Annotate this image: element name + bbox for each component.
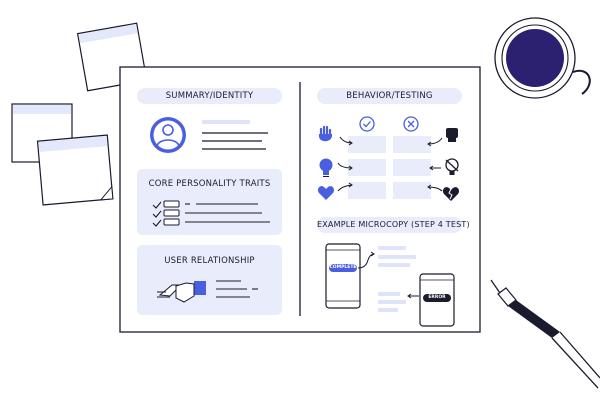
coffee-cup-icon — [494, 17, 591, 99]
microcopy-lines-top — [357, 246, 416, 269]
x-circle-icon — [403, 116, 419, 132]
heart-icon — [317, 186, 335, 200]
handshake-icon — [157, 281, 206, 303]
complete-pill — [329, 264, 357, 272]
summary-title-pill — [137, 88, 282, 104]
complete-tag: COMPLETE — [329, 265, 357, 270]
error-pill — [423, 294, 451, 302]
no-lightbulb-icon — [445, 158, 459, 175]
summary-title: SUMMARY/IDENTITY — [165, 91, 254, 101]
lightbulb-icon — [319, 158, 333, 177]
broken-heart-icon — [442, 187, 460, 201]
phone-left — [325, 243, 361, 309]
microcopy-lines-bottom — [378, 292, 419, 312]
trait-checklist — [152, 200, 270, 227]
pen-icon — [490, 279, 600, 389]
raised-hand-icon — [319, 125, 332, 142]
microcopy-title-pill — [317, 217, 462, 233]
traits-title: CORE PERSONALITY TRAITS — [148, 179, 271, 189]
avatar — [150, 117, 186, 153]
microcopy-title: EXAMPLE MICROCOPY (STEP 4 TEST) — [317, 220, 470, 229]
behavior-arrows — [337, 136, 443, 192]
behavior-title-pill — [317, 88, 462, 104]
summary-text-lines — [202, 120, 268, 150]
behavior-title: BEHAVIOR/TESTING — [346, 91, 433, 101]
relationship-title: USER RELATIONSHIP — [164, 256, 255, 266]
check-circle-icon — [359, 116, 375, 132]
behavior-cells — [348, 136, 431, 199]
relationship-text-lines — [216, 280, 258, 298]
error-tag: ERROR — [428, 295, 446, 300]
sticky-note-bottom — [36, 134, 114, 206]
fist-icon — [446, 128, 458, 142]
